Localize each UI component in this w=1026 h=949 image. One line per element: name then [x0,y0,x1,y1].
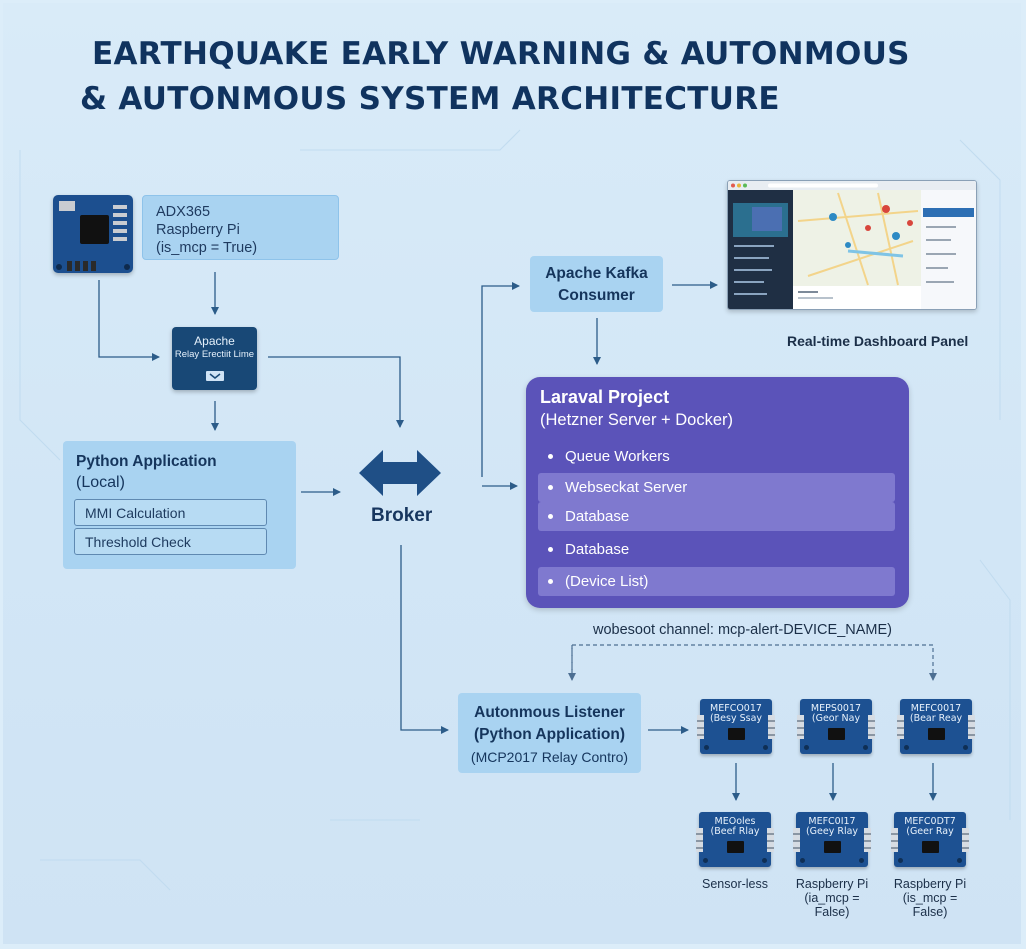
device-caption-1: Sensor-less [702,877,768,891]
sensor-board-icon [53,195,133,273]
broker-label: Broker [371,505,433,526]
listener-title: Autonmous Listener [474,704,625,721]
sensor-model: ADX365 [156,204,211,220]
laravel-item-database: Database [538,502,895,531]
python-application-box: Python Application (Local) MMI Calculati… [63,441,296,569]
kafka-line1: Apache Kafka [545,265,648,282]
relay-module-top-3: MEFC0017 (Bear Reay [897,699,975,754]
apache-relay-box: Apache Relay Erectiit Lime [172,327,257,390]
device-caption-3: Raspberry Pi(is_mcp = False) [893,877,967,919]
arrow-board-to-relay [98,280,160,361]
python-app-title: Python Application [76,453,217,470]
listener-subtitle: (Python Application) [474,726,625,743]
websocket-dashed-lines [568,644,937,681]
laravel-item-websocket-server: Webseckat Server [538,473,895,502]
page-title: EARTHQUAKE EARLY WARNING & AUTONMOUS & A… [80,36,910,117]
device-caption-2: Raspberry Pi(ia_mcp = False) [795,877,869,919]
dashboard-label: Real-time Dashboard Panel [787,333,969,349]
relay-line2: Relay Erectiit Lime [174,349,255,360]
mmi-calculation-item: MMI Calculation [74,499,267,526]
laravel-item-device-list: (Device List) [538,567,895,596]
autonomous-listener-box: Autonmous Listener (Python Application) … [458,693,641,773]
sensor-mcp-flag: (is_mcp = True) [156,240,258,256]
dashboard-screenshot [727,180,977,310]
relay-box-icon [206,371,224,381]
laravel-project-box: Laraval Project (Hetzner Server + Docker… [526,377,909,608]
relay-module-bottom-3: MEFC0DT7 (Geer Ray [891,812,969,867]
websocket-channel-label: wobesoot channel: mcp-alert-DEVICE_NAME) [593,622,892,638]
sensor-platform: Raspberry Pi [156,222,240,238]
python-app-subtitle: (Local) [76,474,125,491]
laravel-subtitle: (Hetzner Server + Docker) [540,411,734,429]
arrow-broker-to-kafka [481,282,520,477]
relay-module-bottom-1: MEOoles (Beef Rlay [696,812,774,867]
relay-module-top-2: MEPS0017 (Geor Nay [797,699,875,754]
laravel-title: Laraval Project [540,387,670,407]
arrow-relay-to-broker [268,356,404,428]
kafka-line2: Consumer [558,287,635,304]
arrow-broker-to-listener [400,545,449,734]
kafka-consumer-box: Apache Kafka Consumer [530,256,663,312]
broker-arrows-icon [359,450,441,496]
threshold-check-item: Threshold Check [74,528,267,555]
laravel-item-database-2: Database [538,535,895,564]
relay-line1: Apache [194,334,235,348]
relay-module-bottom-2: MEFC0I17 (Geey Rlay [793,812,871,867]
sensor-info-box: ADX365 Raspberry Pi (is_mcp = True) [142,195,339,260]
relay-module-top-1: MEFCO017 (Besy Ssay [697,699,775,754]
listener-detail: (MCP2017 Relay Contro) [470,749,629,765]
laravel-item-queue-workers: Queue Workers [538,442,895,471]
